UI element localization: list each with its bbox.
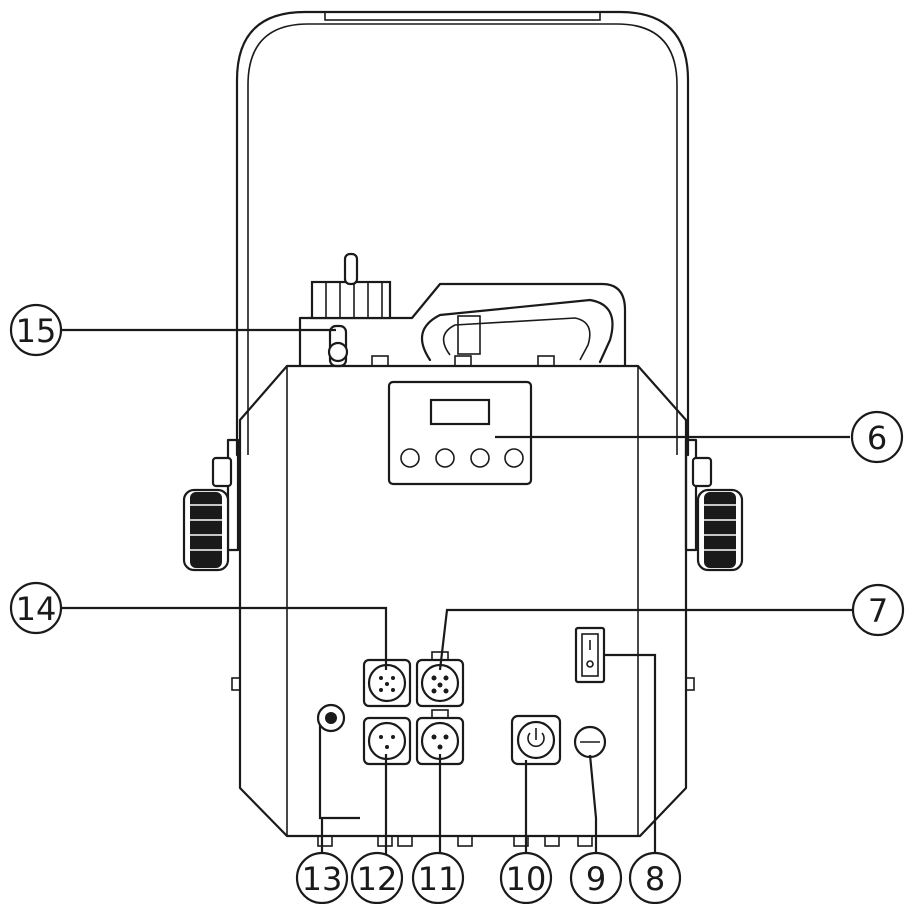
right-knob	[696, 488, 744, 572]
callout-label-10: 10	[506, 860, 547, 898]
callout-7: 7	[851, 583, 905, 637]
callout-label-6: 6	[867, 419, 887, 457]
left-knob	[182, 488, 230, 572]
callout-8: 8	[628, 851, 682, 904]
callout-9: 9	[569, 851, 623, 904]
callout-label-14: 14	[16, 590, 57, 628]
callout-15: 15	[9, 303, 63, 357]
callout-label-13: 13	[302, 860, 343, 898]
callout-13: 13	[295, 851, 349, 904]
callout-label-15: 15	[16, 312, 57, 350]
callout-label-8: 8	[645, 860, 665, 898]
callout-label-12: 12	[357, 860, 398, 898]
callout-label-7: 7	[868, 592, 888, 630]
callout-14: 14	[9, 581, 63, 635]
callout-6: 6	[850, 410, 904, 464]
connectors	[316, 626, 607, 766]
callout-11: 11	[411, 851, 465, 904]
callout-10: 10	[499, 851, 553, 904]
callout-label-11: 11	[418, 860, 459, 898]
top-housing	[235, 10, 690, 457]
callout-12: 12	[350, 851, 404, 904]
leader-lines	[62, 328, 853, 860]
callout-label-9: 9	[586, 860, 606, 898]
control-panel	[387, 380, 533, 486]
top-controls	[298, 252, 627, 368]
